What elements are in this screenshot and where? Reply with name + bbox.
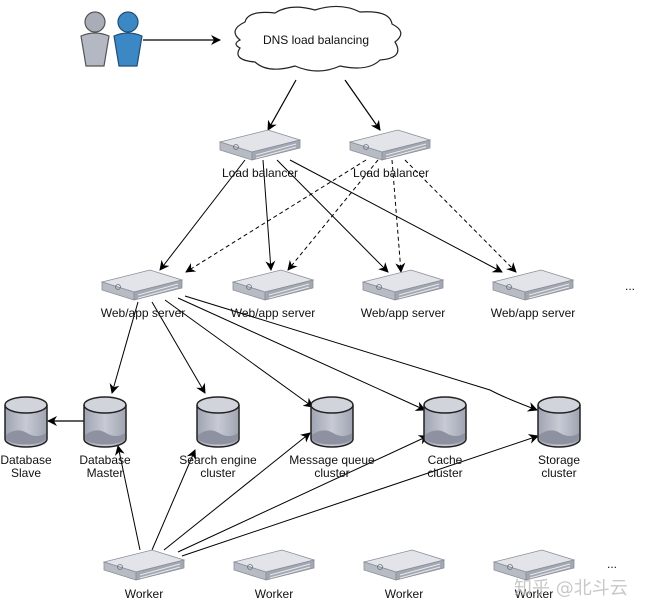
database-master-icon — [83, 396, 127, 448]
worker-label: Worker — [254, 587, 294, 601]
dns-cloud-icon — [234, 5, 402, 72]
worker-label: Worker — [514, 587, 554, 601]
load-balancer-icon — [219, 129, 301, 161]
web-server-label: Web/app server — [360, 306, 446, 320]
server-icon — [492, 269, 574, 301]
worker-label: Worker — [384, 587, 424, 601]
dns-label: DNS load balancing — [262, 33, 370, 47]
web-server-label: Web/app server — [490, 306, 576, 320]
server-icon — [232, 269, 314, 301]
web-server-label: Web/app server — [230, 306, 316, 320]
cache-icon — [423, 396, 467, 448]
worker-icon — [233, 549, 315, 581]
worker-icon — [363, 549, 445, 581]
search-engine-icon — [196, 396, 240, 448]
worker-icon — [103, 549, 185, 581]
load-balancer-label: Load balancer — [221, 166, 299, 180]
worker-ellipsis: ... — [606, 557, 618, 571]
server-icon — [101, 269, 183, 301]
load-balancer-icon — [349, 129, 431, 161]
database-slave-icon — [4, 396, 48, 448]
web-server-label: Web/app server — [100, 306, 186, 320]
storage-icon — [537, 396, 581, 448]
server-icon — [362, 269, 444, 301]
users-icon — [80, 11, 143, 67]
watermark: 知乎 @北斗云 — [514, 578, 628, 599]
load-balancer-label: Load balancer — [352, 166, 430, 180]
web-server-ellipsis: ... — [624, 279, 636, 293]
message-queue-icon — [310, 396, 354, 448]
worker-label: Worker — [124, 587, 164, 601]
